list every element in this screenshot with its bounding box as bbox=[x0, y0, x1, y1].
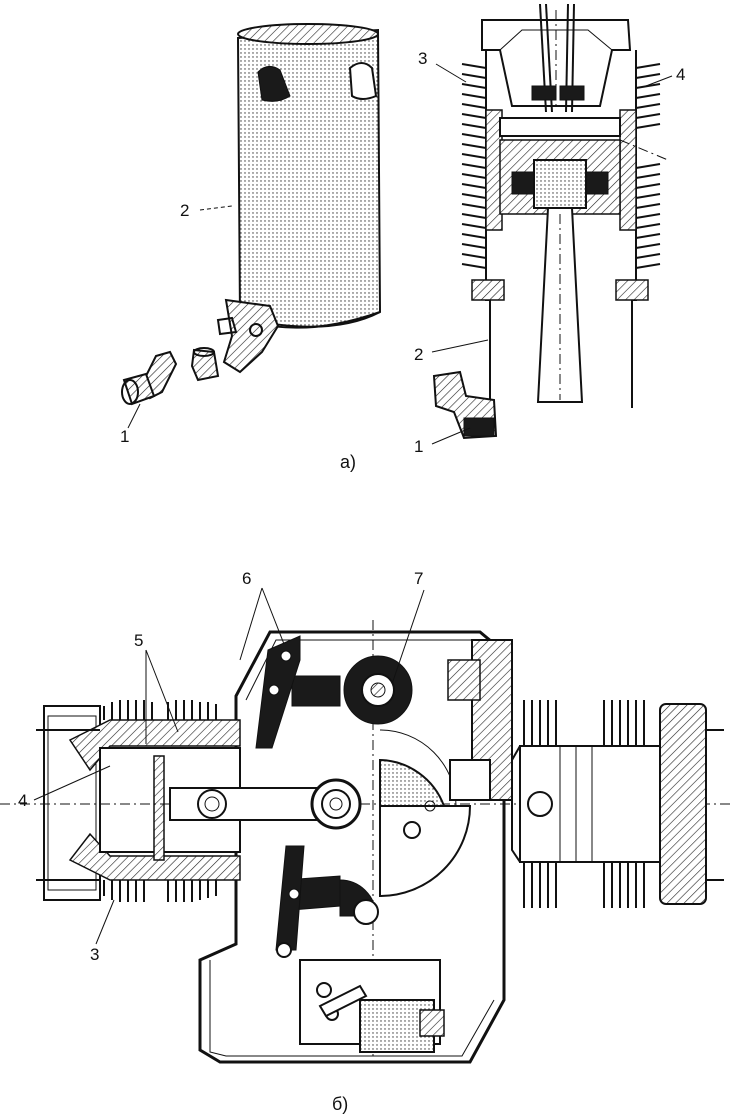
leader-lines-a-right bbox=[431, 63, 673, 445]
crankshaft-and-rods bbox=[169, 729, 472, 898]
label-b-7: 7 bbox=[414, 569, 423, 588]
label-right-4: 4 bbox=[676, 65, 685, 84]
cooling-fins-left-a bbox=[461, 63, 487, 269]
right-cylinder-assembly bbox=[447, 639, 724, 905]
camshaft-lower bbox=[275, 845, 379, 958]
label-right-2: 2 bbox=[414, 345, 423, 364]
label-right-3: 3 bbox=[418, 49, 427, 68]
cooling-fins-right-a bbox=[635, 63, 661, 269]
cylinder-cross-section bbox=[432, 3, 669, 440]
label-b-6: 6 bbox=[242, 569, 251, 588]
right-piston-pin bbox=[527, 791, 553, 817]
label-left-2: 2 bbox=[180, 201, 189, 220]
leader-lines-b bbox=[33, 587, 425, 945]
oil-pump-housing bbox=[299, 959, 445, 1053]
cooling-fins-left-b bbox=[103, 700, 217, 902]
exploded-small-parts bbox=[121, 347, 220, 406]
label-b-5: 5 bbox=[134, 631, 143, 650]
caption-a: а) bbox=[340, 452, 356, 472]
label-b-3: 3 bbox=[90, 945, 99, 964]
caption-b: б) bbox=[332, 1094, 348, 1114]
label-left-1: 1 bbox=[120, 427, 129, 446]
crank-bearing bbox=[310, 778, 362, 830]
cylinder-liner-perspective bbox=[216, 23, 382, 374]
piston-pin bbox=[197, 789, 227, 819]
leader-lines-a-left bbox=[127, 205, 233, 429]
label-right-1: 1 bbox=[414, 437, 423, 456]
cooling-fins-right-b bbox=[523, 700, 645, 908]
camshaft-upper bbox=[255, 635, 413, 749]
label-b-4: 4 bbox=[18, 791, 27, 810]
